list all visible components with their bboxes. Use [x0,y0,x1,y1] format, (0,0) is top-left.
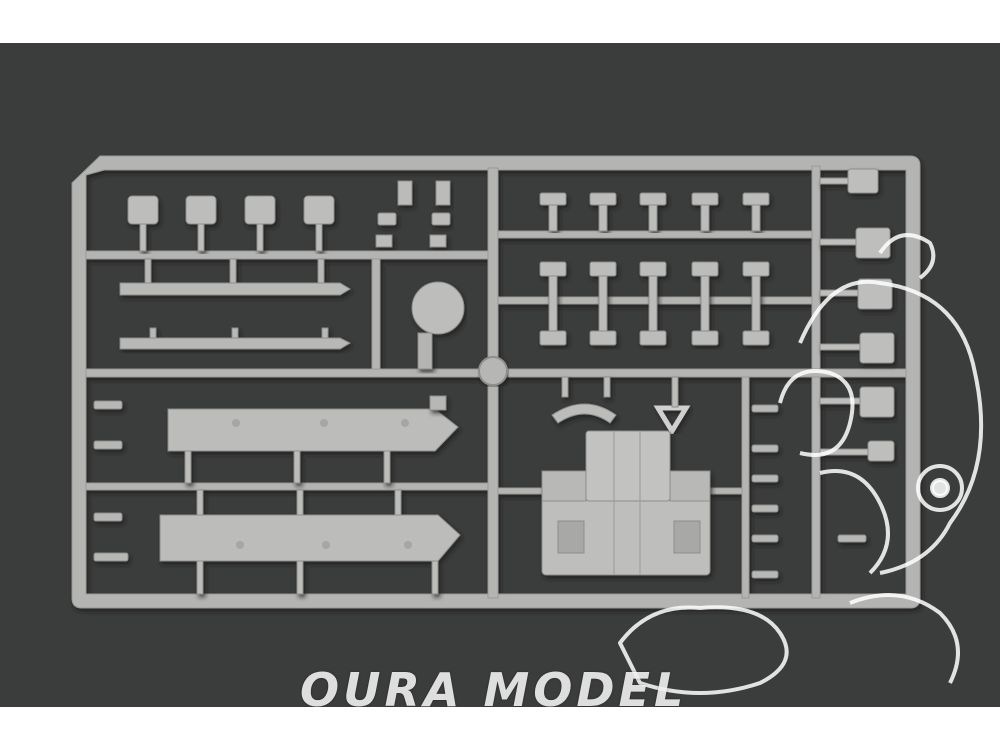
runner-horizontal-lower-left [85,482,489,491]
hull-side-panels [159,408,461,595]
runner-horizontal-top-right [497,230,813,239]
runner-vertical-left [371,255,381,372]
square-parts-row [127,195,335,252]
sprue-photo: OURA MODEL [0,43,1000,707]
runner-vertical-right2 [811,165,821,599]
right-lower-small-parts [751,404,867,579]
bracket-parts-lower [551,376,691,436]
watermark-text: OURA MODEL [300,663,688,707]
runner-horizontal-top-left [85,250,489,260]
left-clip-parts [93,395,447,562]
sprue-illustration [71,155,984,695]
t-parts-upper [539,192,770,232]
runner-vertical-right [741,375,750,599]
armor-block-part [541,430,711,576]
dumbbell-parts [539,261,770,346]
right-column-parts [819,168,895,462]
panel-bolts [232,419,412,549]
rail-parts [119,258,352,350]
small-bracket-parts [375,180,451,248]
mascot-watermark-logo [618,233,984,695]
sprue-frame [71,155,921,609]
round-hatch-part [411,281,465,370]
sprue-hub [478,356,508,386]
